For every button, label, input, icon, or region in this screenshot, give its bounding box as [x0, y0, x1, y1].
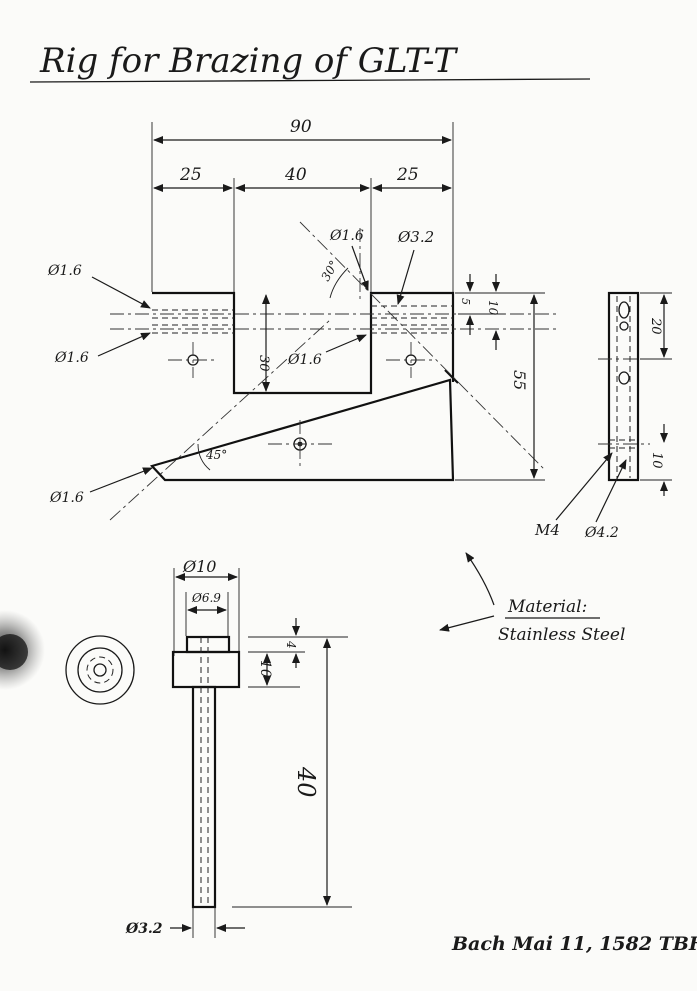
hole-bottom [268, 420, 335, 468]
thread-label: M4 [534, 521, 560, 539]
diagonal-center-line [109, 319, 331, 521]
hole-inner-label: Ø1.6 [287, 352, 322, 368]
leader-arrow [325, 334, 367, 353]
block-chamfer [444, 369, 459, 384]
material-value: Stainless Steel [498, 625, 625, 645]
title-underline [29, 78, 591, 83]
dim-slot-depth-label: 30 [256, 355, 271, 372]
side-hole-label: Ø4.2 [584, 525, 619, 541]
hole-top-right-label: Ø3.2 [397, 228, 434, 246]
side-dim-top-label: 20 [648, 317, 663, 335]
dim-left-label: 25 [179, 165, 202, 185]
dim-right-label: 25 [396, 165, 419, 185]
leader-arrow [396, 249, 415, 305]
front-view: 90 25 40 25 [47, 117, 560, 521]
hole-left [168, 342, 218, 378]
side-hole-lower [618, 371, 630, 385]
diagonal-center-line [299, 221, 546, 471]
title-block: Rig for Brazing of GLT-T [29, 41, 591, 83]
leader-arrow [595, 459, 627, 523]
dim-height-label: 55 [510, 370, 529, 390]
side-hole-mid [619, 321, 629, 331]
side-outline [607, 291, 640, 482]
pin-view: Ø10 Ø6.9 4 10 40 Ø3.2 [0, 557, 352, 938]
material-arrow-up [465, 552, 495, 606]
pin-head-offset-label: 4 [284, 640, 298, 649]
pin-top-mid-circle [77, 647, 123, 693]
leader-arrow [91, 276, 151, 309]
pin-inner-label: Ø6.9 [191, 591, 221, 605]
ink-smudge-core [0, 634, 28, 670]
signature-text: Bach Mai 11, 1582 TBH [451, 933, 697, 955]
material-note: Material: Stainless Steel [439, 552, 625, 645]
pin-length-label: 40 [292, 766, 320, 798]
hole-right [386, 342, 436, 378]
signature-block: Bach Mai 11, 1582 TBH [451, 933, 697, 955]
dim-overall-label: 90 [290, 117, 312, 137]
leader-arrow [351, 245, 369, 291]
leader-arrow [97, 332, 151, 357]
pin-top-outer-circle [65, 635, 135, 705]
side-view: 20 10 M4 Ø4.2 [534, 291, 672, 541]
pin-outer-label: Ø10 [182, 557, 216, 576]
pin-shaft [191, 685, 217, 909]
side-hole-top [618, 301, 630, 319]
pin-shaft-label: Ø3.2 [125, 921, 163, 937]
angle-arc-bottom [197, 443, 211, 471]
drawing-title: Rig for Brazing of GLT-T [39, 41, 458, 81]
material-arrow-left [439, 615, 495, 632]
leader-arrow [89, 467, 153, 493]
hole-left-lower-label: Ø1.6 [54, 350, 89, 366]
hole-top-left-label: Ø1.6 [47, 263, 82, 279]
pin-head-height-label: 10 [257, 660, 273, 678]
side-dim-bottom-label: 10 [649, 452, 664, 469]
material-label: Material: [507, 597, 587, 617]
hole-bottom-left-label: Ø1.6 [49, 490, 84, 506]
dim-hole-spacing-label: 10 [486, 300, 500, 316]
leader-arrow [555, 452, 613, 521]
dim-top-offset-label: 5 [459, 298, 472, 305]
pin-top-hidden-circle [86, 656, 114, 684]
dim-middle-label: 40 [284, 165, 307, 185]
angle-bottom-label: 45° [205, 448, 227, 462]
hole-top-center-label: Ø1.6 [329, 228, 364, 244]
angle-arc-top [329, 267, 349, 299]
block-outline [149, 291, 455, 482]
pin-top-inner-circle [93, 663, 107, 677]
pin-head [171, 650, 241, 689]
